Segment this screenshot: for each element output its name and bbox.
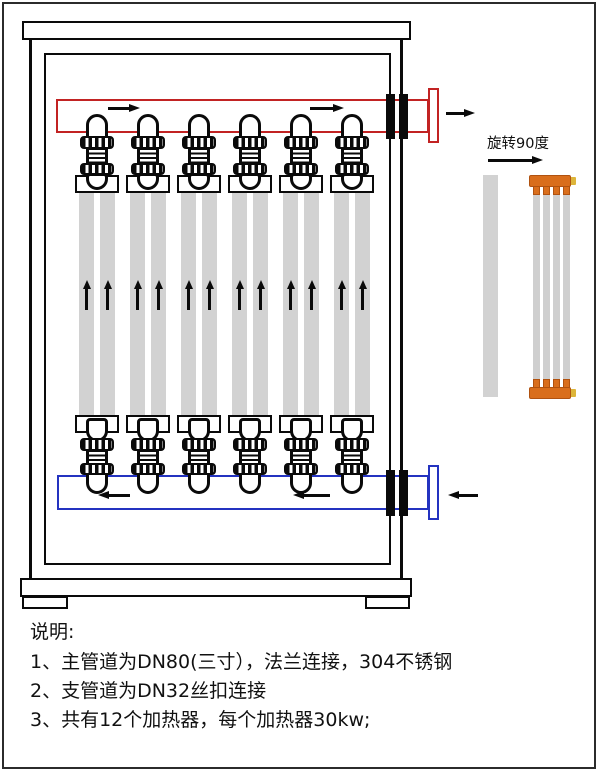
inlet-flange: [428, 465, 439, 520]
heater-fitting-top: [74, 114, 120, 196]
outlet-flow-arrow-icon: [446, 112, 464, 115]
heater-dome-tip: [341, 173, 363, 190]
heater-union-nut: [233, 163, 267, 175]
wall-penetration-seal: [399, 470, 408, 516]
wall-penetration-seal: [386, 470, 395, 516]
heater-fitting-top: [125, 114, 171, 196]
flow-arrow-up-icon: [106, 289, 109, 310]
heater-threaded-stem: [239, 450, 261, 465]
cabinet-base: [20, 578, 412, 597]
manifold-tube: [543, 194, 550, 381]
wall-penetration-seal: [386, 94, 395, 139]
cabinet-top-cap: [22, 21, 411, 40]
heater-fitting-bottom: [125, 415, 171, 497]
manifold-header-top: [529, 175, 571, 187]
flow-arrow-up-icon: [136, 289, 139, 310]
note-line-3: 3、共有12个加热器，每个加热器30kw;: [30, 709, 371, 731]
heater-union-nut: [335, 463, 369, 475]
heater-fitting-top: [227, 114, 273, 196]
flow-arrow-up-icon: [361, 289, 364, 310]
heater-threaded-stem: [137, 450, 159, 465]
heater-threaded-stem: [86, 450, 108, 465]
note-line-2: 2、支管道为DN32丝扣连接: [30, 680, 267, 702]
flow-arrow-left-icon: [304, 494, 330, 497]
heater-fitting-bottom: [176, 415, 222, 497]
notes-block: 说明: 1、主管道为DN80(三寸），法兰连接，304不锈钢 2、支管道为DN3…: [30, 618, 570, 735]
heater-threaded-stem: [86, 148, 108, 164]
diagram-border: [2, 2, 596, 769]
heater-union-nut: [182, 463, 216, 475]
flow-arrow-up-icon: [238, 289, 241, 310]
note-line-1: 1、主管道为DN80(三寸），法兰连接，304不锈钢: [30, 651, 453, 673]
heater-dome-tip: [239, 173, 261, 190]
flow-arrow-right-icon: [108, 107, 129, 110]
notes-title: 说明:: [30, 621, 75, 643]
heater-union-nut: [284, 163, 318, 175]
cabinet-left-wall: [29, 40, 32, 578]
heater-threaded-stem: [188, 148, 210, 164]
manifold-tube: [563, 194, 570, 381]
rotate-arrow-icon: [488, 159, 532, 162]
inlet-flow-arrow-icon: [459, 494, 478, 497]
heater-threaded-stem: [290, 450, 312, 465]
flow-arrow-left-icon: [109, 494, 130, 497]
heater-fitting-bottom: [74, 415, 120, 497]
heater-union-nut: [335, 163, 369, 175]
flow-arrow-up-icon: [85, 289, 88, 310]
flow-arrow-up-icon: [187, 289, 190, 310]
cabinet-foot-left: [22, 596, 68, 609]
heater-threaded-stem: [137, 148, 159, 164]
heater-union-nut: [182, 163, 216, 175]
cabinet-foot-right: [365, 596, 410, 609]
manifold-tube: [553, 194, 560, 381]
flow-arrow-up-icon: [208, 289, 211, 310]
flow-arrow-up-icon: [157, 289, 160, 310]
manifold-tube: [533, 194, 540, 381]
heater-fitting-top: [278, 114, 324, 196]
manifold-stub: [553, 186, 560, 195]
heater-fitting-bottom: [278, 415, 324, 497]
flow-arrow-up-icon: [310, 289, 313, 310]
heater-threaded-stem: [290, 148, 312, 164]
manifold-header-bottom: [529, 387, 571, 399]
cabinet-right-wall: [400, 40, 403, 578]
heater-dome-tip: [188, 173, 210, 190]
manifold-stub: [563, 186, 570, 195]
manifold-stub: [543, 186, 550, 195]
heater-union-nut: [80, 463, 114, 475]
flow-arrow-up-icon: [259, 289, 262, 310]
heater-fitting-bottom: [227, 415, 273, 497]
heater-union-nut: [80, 163, 114, 175]
heater-union-nut: [284, 463, 318, 475]
heater-threaded-stem: [341, 148, 363, 164]
heater-side-view-bar: [483, 175, 498, 397]
flow-arrow-right-icon: [310, 107, 333, 110]
heater-threaded-stem: [341, 450, 363, 465]
manifold-terminal-tab: [568, 389, 576, 397]
heater-dome-tip: [290, 173, 312, 190]
wall-penetration-seal: [399, 94, 408, 139]
manifold-terminal-tab: [568, 177, 576, 185]
heater-threaded-stem: [239, 148, 261, 164]
heater-union-nut: [131, 163, 165, 175]
manifold-stub: [533, 186, 540, 195]
inlet-pipe: [57, 475, 429, 510]
heater-fitting-top: [176, 114, 222, 196]
heater-dome-tip: [86, 173, 108, 190]
flow-arrow-up-icon: [289, 289, 292, 310]
heater-dome-tip: [137, 173, 159, 190]
outlet-flange: [428, 88, 439, 143]
heater-union-nut: [233, 463, 267, 475]
heater-fitting-top: [329, 114, 375, 196]
heater-union-nut: [131, 463, 165, 475]
rotate-90-label: 旋转90度: [487, 136, 549, 152]
flow-arrow-up-icon: [340, 289, 343, 310]
heater-fitting-bottom: [329, 415, 375, 497]
heater-threaded-stem: [188, 450, 210, 465]
